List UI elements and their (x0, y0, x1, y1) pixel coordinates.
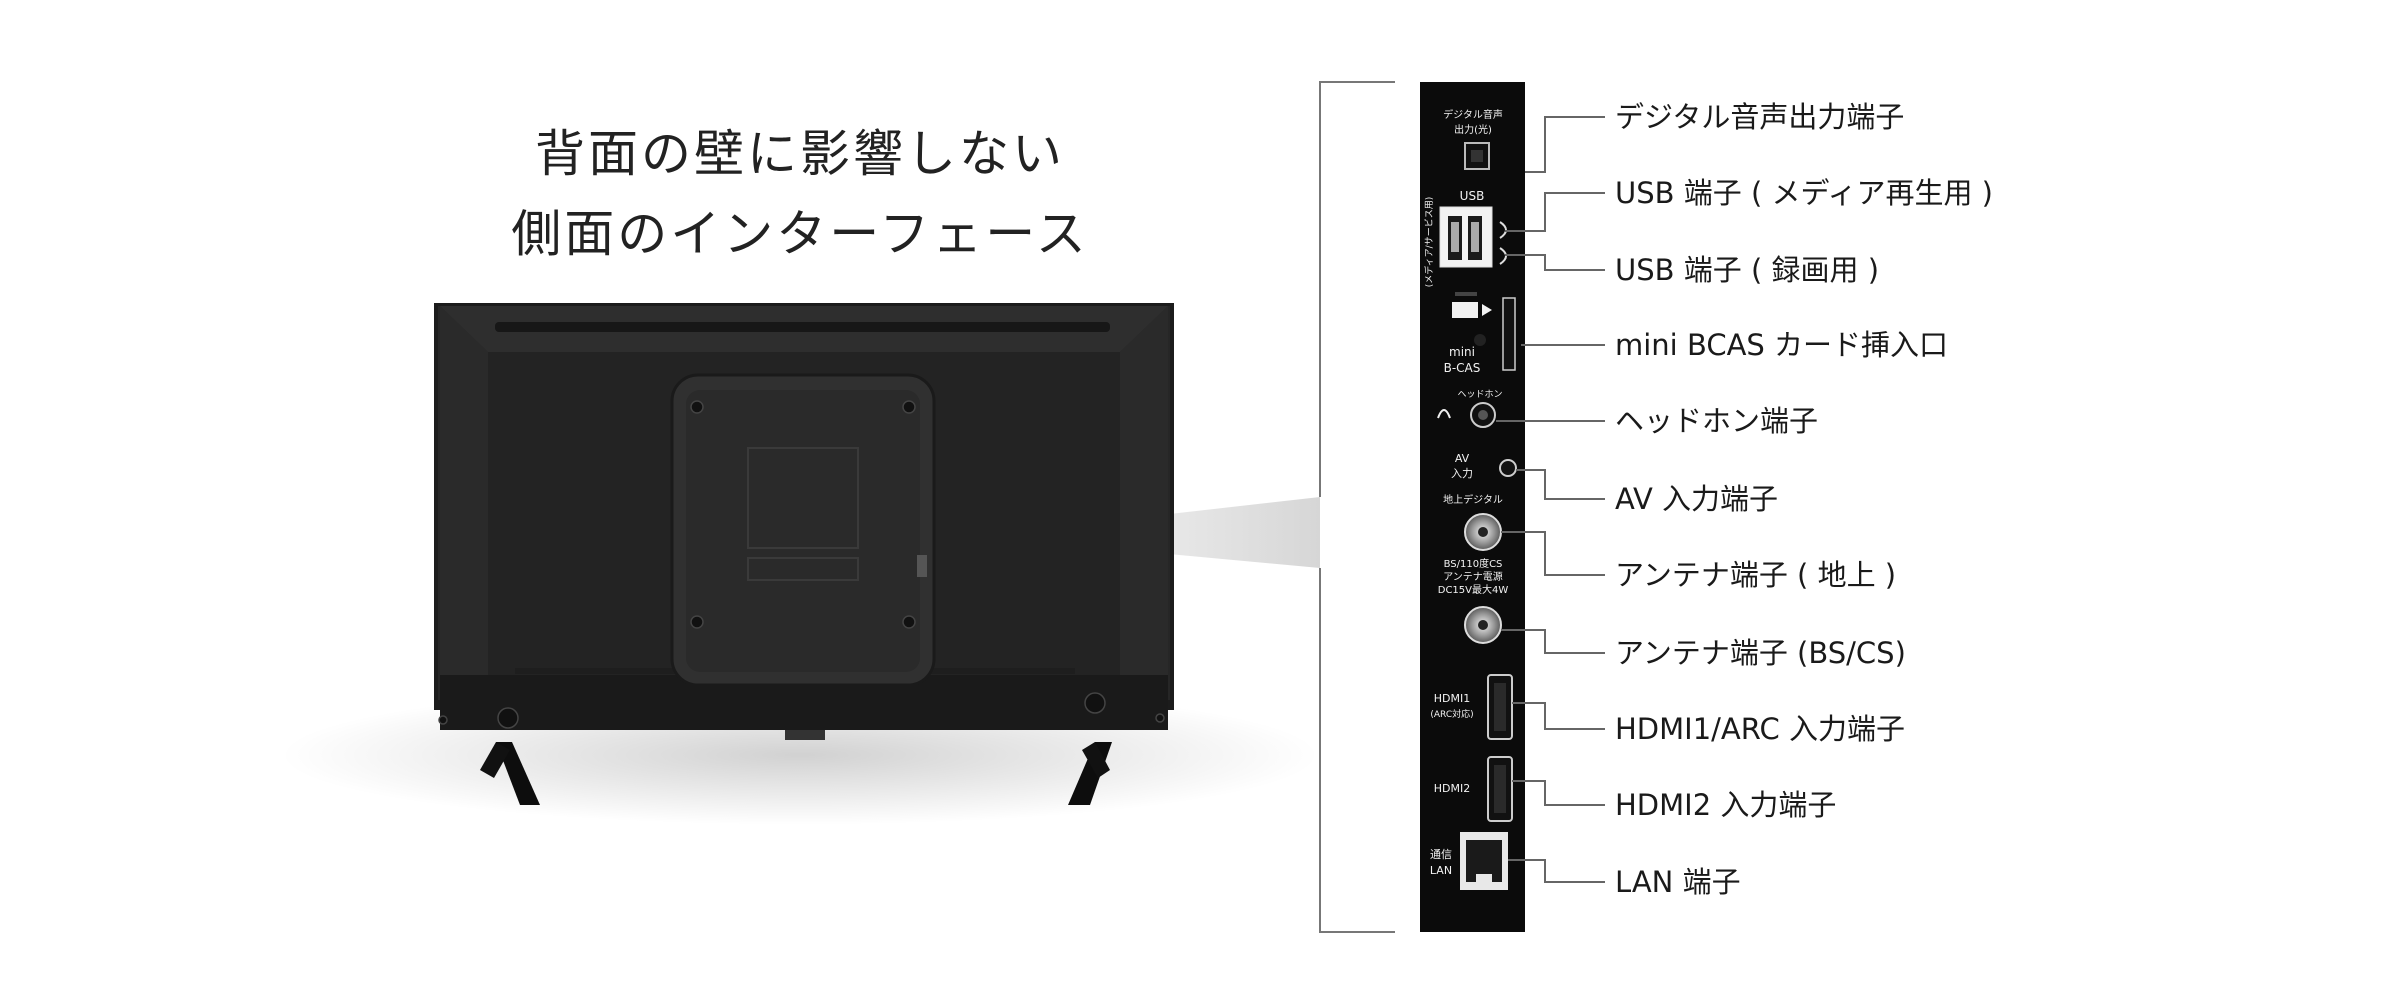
label-av: AV (1455, 452, 1470, 465)
label-headphone: ヘッドホン (1457, 389, 1502, 400)
callout-antenna-bscs: アンテナ端子 (BS/CS) (1615, 636, 1906, 670)
label-usb-side: (メディア/サービス用) (1423, 197, 1435, 287)
label-optical-2: 出力(光) (1454, 123, 1492, 136)
bcas-slot (1502, 297, 1516, 371)
tv-back (434, 303, 1174, 805)
callout-lan: LAN 端子 (1615, 865, 1741, 899)
callout-hdmi2: HDMI2 入力端子 (1615, 788, 1837, 822)
connector-panel (1420, 82, 1525, 932)
callout-usb-media: USB 端子 ( メディア再生用 ) (1615, 176, 1994, 210)
zoom-bracket (1319, 81, 1395, 933)
label-optical: デジタル音声 (1443, 108, 1503, 121)
label-hdmi1-sub: (ARC対応) (1430, 708, 1473, 720)
label-terrestrial: 地上デジタル (1443, 493, 1503, 506)
leader-lines (1496, 116, 1605, 883)
callout-av-input: AV 入力端子 (1615, 482, 1779, 516)
heading-line-1: 背面の壁に影響しない (535, 125, 1065, 183)
heading-line-2: 側面のインターフェース (511, 205, 1089, 263)
label-lan-1: 通信 (1430, 848, 1452, 861)
label-hdmi1: HDMI1 (1434, 692, 1470, 705)
av-jack (1499, 459, 1517, 477)
label-lan-2: LAN (1430, 864, 1452, 877)
callout-usb-record: USB 端子 ( 録画用 ) (1615, 253, 1880, 287)
callout-mini-bcas: mini BCAS カード挿入口 (1615, 328, 1949, 362)
label-bs-1: BS/110度CS (1444, 557, 1503, 570)
callout-antenna-terrestrial: アンテナ端子 ( 地上 ) (1615, 558, 1897, 592)
label-bs-3: DC15V最大4W (1438, 583, 1509, 596)
label-hdmi2: HDMI2 (1434, 782, 1470, 795)
label-bcas: mini (1449, 345, 1475, 359)
label-bs-2: アンテナ電源 (1443, 570, 1503, 583)
label-usb: USB (1460, 189, 1485, 203)
callout-optical: デジタル音声出力端子 (1615, 100, 1905, 134)
callout-headphone: ヘッドホン端子 (1615, 404, 1819, 438)
label-av-2: 入力 (1451, 467, 1473, 480)
label-bcas-2: B-CAS (1444, 361, 1481, 375)
usb-port-frame (1439, 206, 1493, 268)
callout-hdmi1: HDMI1/ARC 入力端子 (1615, 712, 1905, 746)
